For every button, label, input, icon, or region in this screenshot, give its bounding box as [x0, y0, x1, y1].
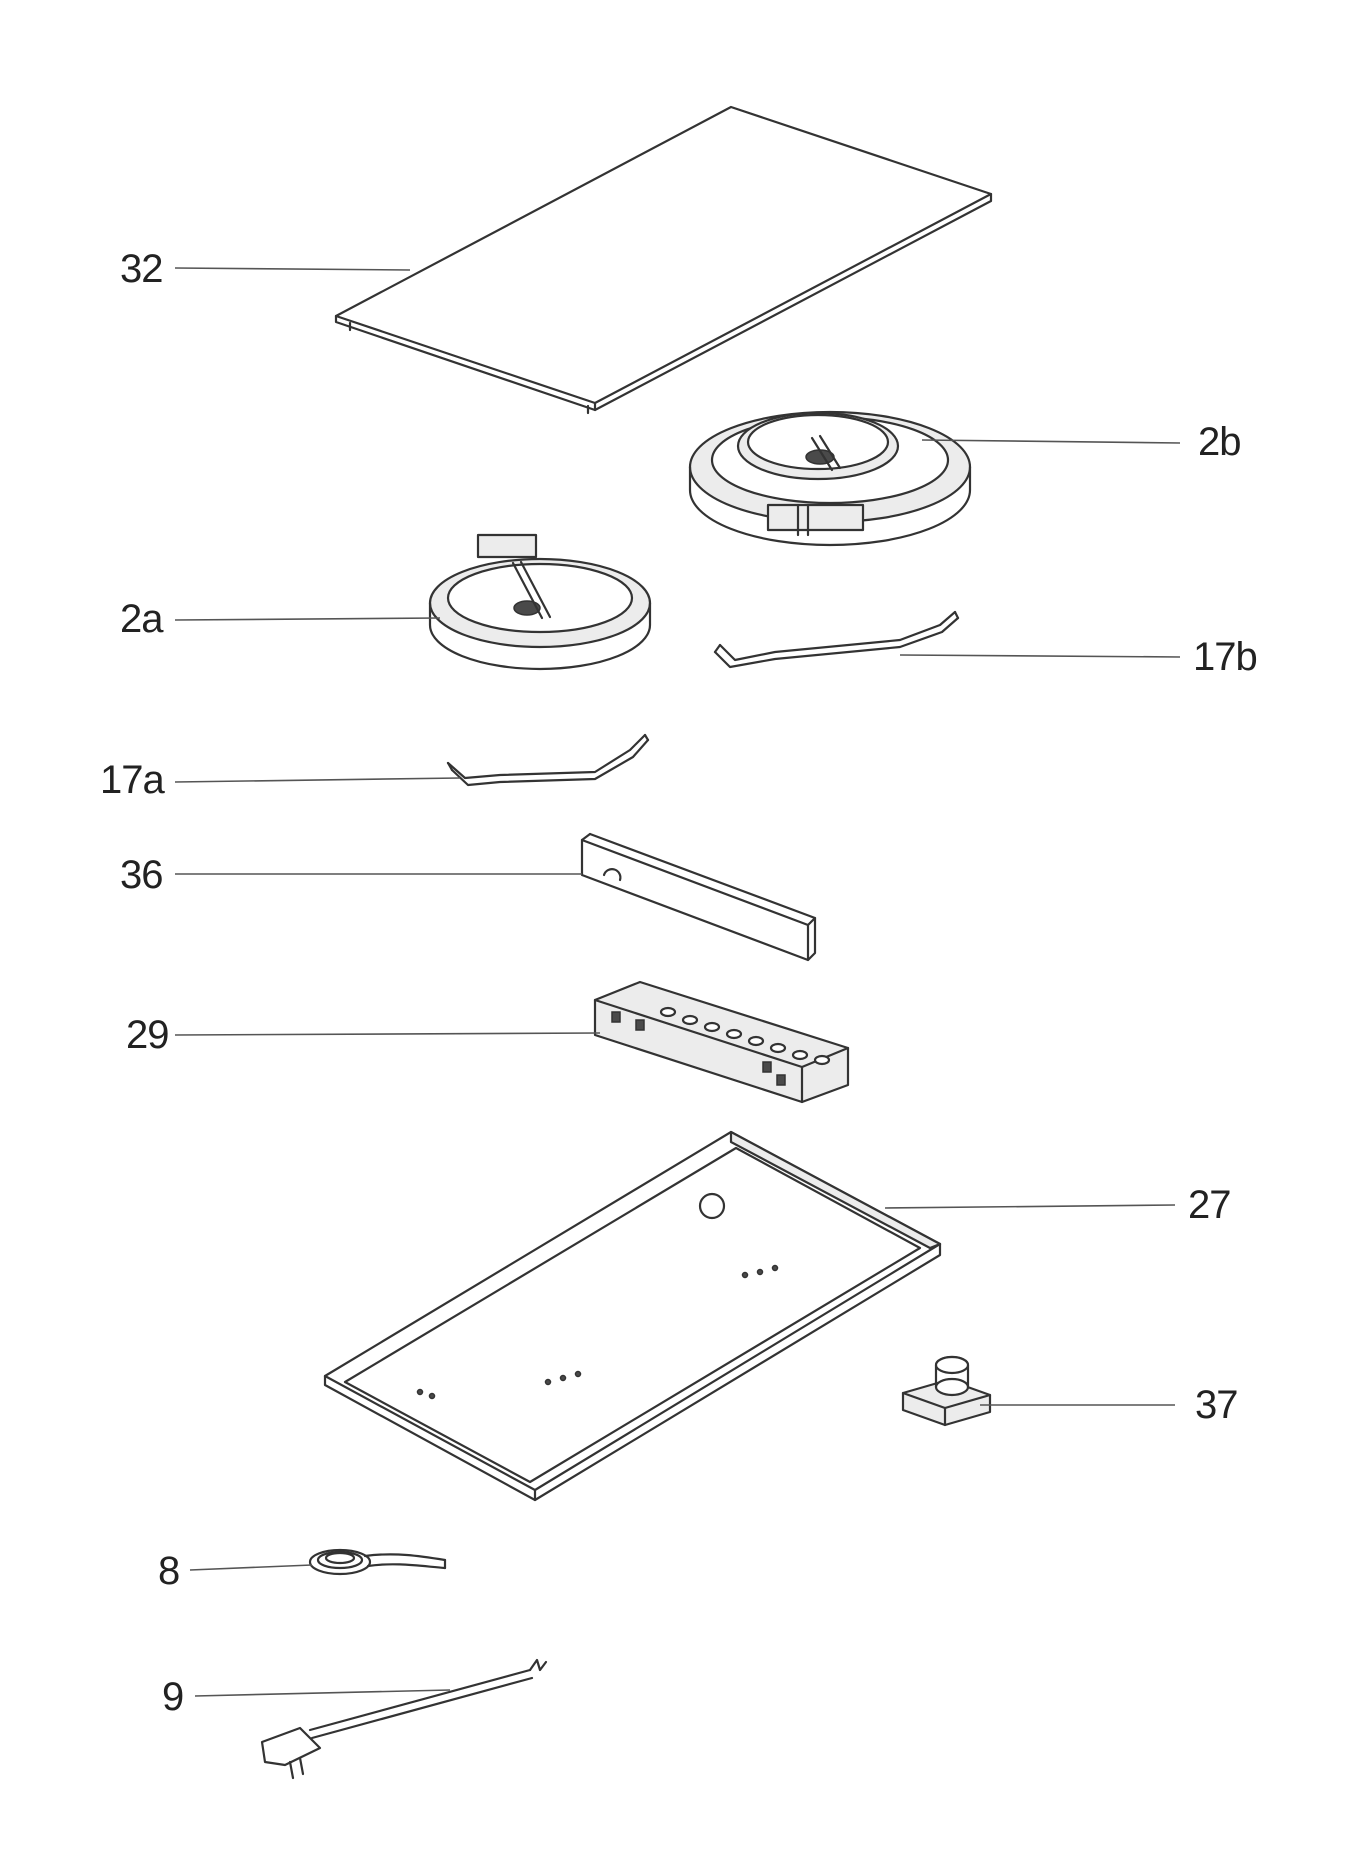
leader-29 [174, 1032, 601, 1036]
callout-27: 27 [1188, 1183, 1231, 1227]
callout-labels: 32 2b 2a 17b 17a 36 29 27 37 8 9 [100, 247, 1258, 1719]
part-element-bracket-b [713, 610, 960, 669]
part-small-heating-element [428, 533, 652, 671]
part-glass-top-panel [334, 105, 993, 415]
leader-27 [884, 1204, 1176, 1209]
callout-36: 36 [120, 853, 163, 897]
leader-9 [194, 1689, 451, 1697]
part-seal-tape [308, 1548, 447, 1576]
leader-2b [921, 439, 1181, 444]
part-large-heating-element [688, 410, 972, 547]
leader-8 [189, 1564, 313, 1571]
part-bottom-tray [323, 1130, 942, 1502]
callout-2a: 2a [120, 597, 164, 641]
part-terminal-block [901, 1355, 992, 1427]
callout-17b: 17b [1193, 635, 1257, 679]
leader-17b [899, 654, 1181, 658]
part-element-bracket-a [446, 733, 650, 787]
callout-37: 37 [1195, 1383, 1238, 1427]
leader-lines [174, 267, 1181, 1697]
callout-17a: 17a [100, 758, 165, 802]
callout-9: 9 [162, 1675, 183, 1719]
part-control-unit [593, 980, 850, 1104]
part-shield-plate [580, 832, 817, 962]
callout-8: 8 [158, 1549, 179, 1593]
callout-29: 29 [126, 1013, 169, 1057]
callout-2b: 2b [1198, 420, 1241, 464]
callout-32: 32 [120, 247, 163, 291]
part-power-cable [260, 1658, 548, 1780]
leader-2a [174, 617, 441, 621]
leader-17a [174, 777, 461, 783]
leader-32 [174, 267, 411, 271]
